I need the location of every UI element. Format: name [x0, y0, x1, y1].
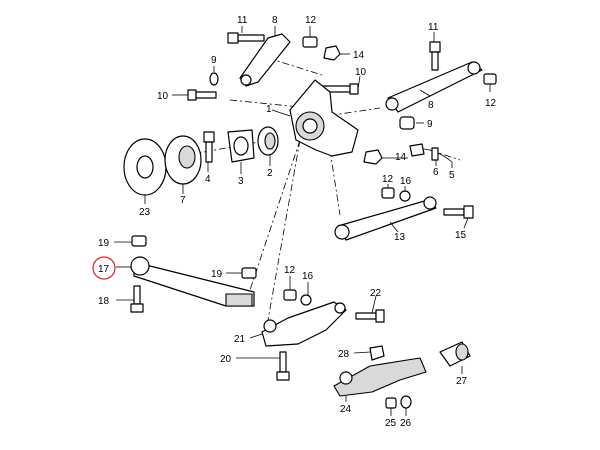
- part-12-nut-lower: [283, 289, 297, 301]
- part-16-washer-mid: [399, 190, 411, 202]
- part-2-bearing: [257, 126, 279, 156]
- callout-17: 17: [98, 264, 110, 275]
- part-19-nut-left: [131, 235, 147, 247]
- part-8-link-right: [385, 61, 483, 113]
- callout-16b: 16: [302, 271, 314, 282]
- callout-2: 2: [267, 168, 273, 179]
- part-21-control-arm: [261, 301, 347, 347]
- part-27-bush: [439, 341, 471, 367]
- part-16-washer-lower: [300, 294, 312, 306]
- part-5-sensor-cable: [409, 143, 453, 163]
- part-14-nut-mid: [363, 149, 383, 165]
- callout-9b: 9: [427, 119, 433, 130]
- callout-11b: 11: [428, 22, 439, 33]
- part-9-bush-right: [399, 116, 415, 130]
- callout-4: 4: [205, 174, 211, 185]
- callout-7: 7: [180, 195, 186, 206]
- callout-1: 1: [266, 104, 272, 115]
- callout-15: 15: [455, 230, 467, 241]
- callout-14a: 14: [353, 50, 365, 61]
- callout-25: 25: [385, 418, 397, 429]
- callout-12c: 12: [382, 174, 394, 185]
- part-23-brake-disc: [123, 138, 167, 196]
- highlight-ring-17: [92, 256, 116, 280]
- callout-14b: 14: [395, 152, 407, 163]
- callout-8a: 8: [272, 15, 278, 26]
- part-4-bolt: [203, 131, 215, 163]
- callout-19a: 19: [98, 238, 110, 249]
- callout-12b: 12: [485, 98, 497, 109]
- callout-19b: 19: [211, 269, 223, 280]
- callout-10a: 10: [157, 91, 169, 102]
- part-8-link-upper: [239, 33, 291, 87]
- part-18-bolt: [130, 285, 144, 313]
- callout-21: 21: [234, 334, 246, 345]
- part-19-nut-right: [241, 267, 257, 279]
- callout-11a: 11: [237, 15, 248, 26]
- leader-lines: [114, 26, 491, 416]
- part-24-control-arm-assembly: [333, 357, 427, 397]
- part-1-wheel-carrier: [289, 79, 359, 157]
- callout-10b: 10: [355, 67, 367, 78]
- callout-3: 3: [238, 176, 244, 187]
- callout-12d: 12: [284, 265, 296, 276]
- part-12-nut-mid: [381, 187, 395, 199]
- callout-9a: 9: [211, 55, 217, 66]
- part-28-clip: [369, 345, 385, 361]
- callout-12a: 12: [305, 15, 317, 26]
- callout-18: 18: [98, 296, 110, 307]
- part-12-nut-right: [483, 73, 497, 85]
- part-15-bolt: [443, 205, 474, 219]
- part-11-bolt: [227, 32, 265, 44]
- callout-24: 24: [340, 404, 352, 415]
- part-3-cover: [227, 129, 255, 163]
- part-9-washer-left: [209, 72, 219, 86]
- callout-28: 28: [338, 349, 350, 360]
- callout-5: 5: [449, 170, 455, 181]
- part-11-bolt-right: [429, 41, 441, 71]
- part-12-nut-top: [302, 36, 318, 48]
- callout-16a: 16: [400, 176, 412, 187]
- part-13-lower-link: [334, 196, 437, 241]
- callout-labels: 11 8 12 14 9 10 10 1 11 8 12 9 14 5 6 12…: [98, 15, 497, 429]
- callout-22: 22: [370, 288, 382, 299]
- part-6-screw: [431, 147, 439, 161]
- callout-13: 13: [394, 232, 406, 243]
- callout-6: 6: [433, 167, 439, 178]
- part-7-hub: [164, 135, 202, 185]
- part-25-nut: [385, 397, 397, 409]
- part-10-bolt-left: [187, 89, 217, 101]
- callout-8b: 8: [428, 100, 434, 111]
- part-22-bolt: [355, 309, 385, 323]
- callout-23: 23: [139, 207, 151, 218]
- part-26-washer: [400, 395, 412, 409]
- callout-27: 27: [456, 376, 468, 387]
- part-20-bolt: [276, 351, 290, 381]
- part-14-nut-top: [323, 45, 341, 61]
- callout-20: 20: [220, 354, 232, 365]
- callout-26: 26: [400, 418, 412, 429]
- part-17-trailing-arm: [130, 256, 255, 307]
